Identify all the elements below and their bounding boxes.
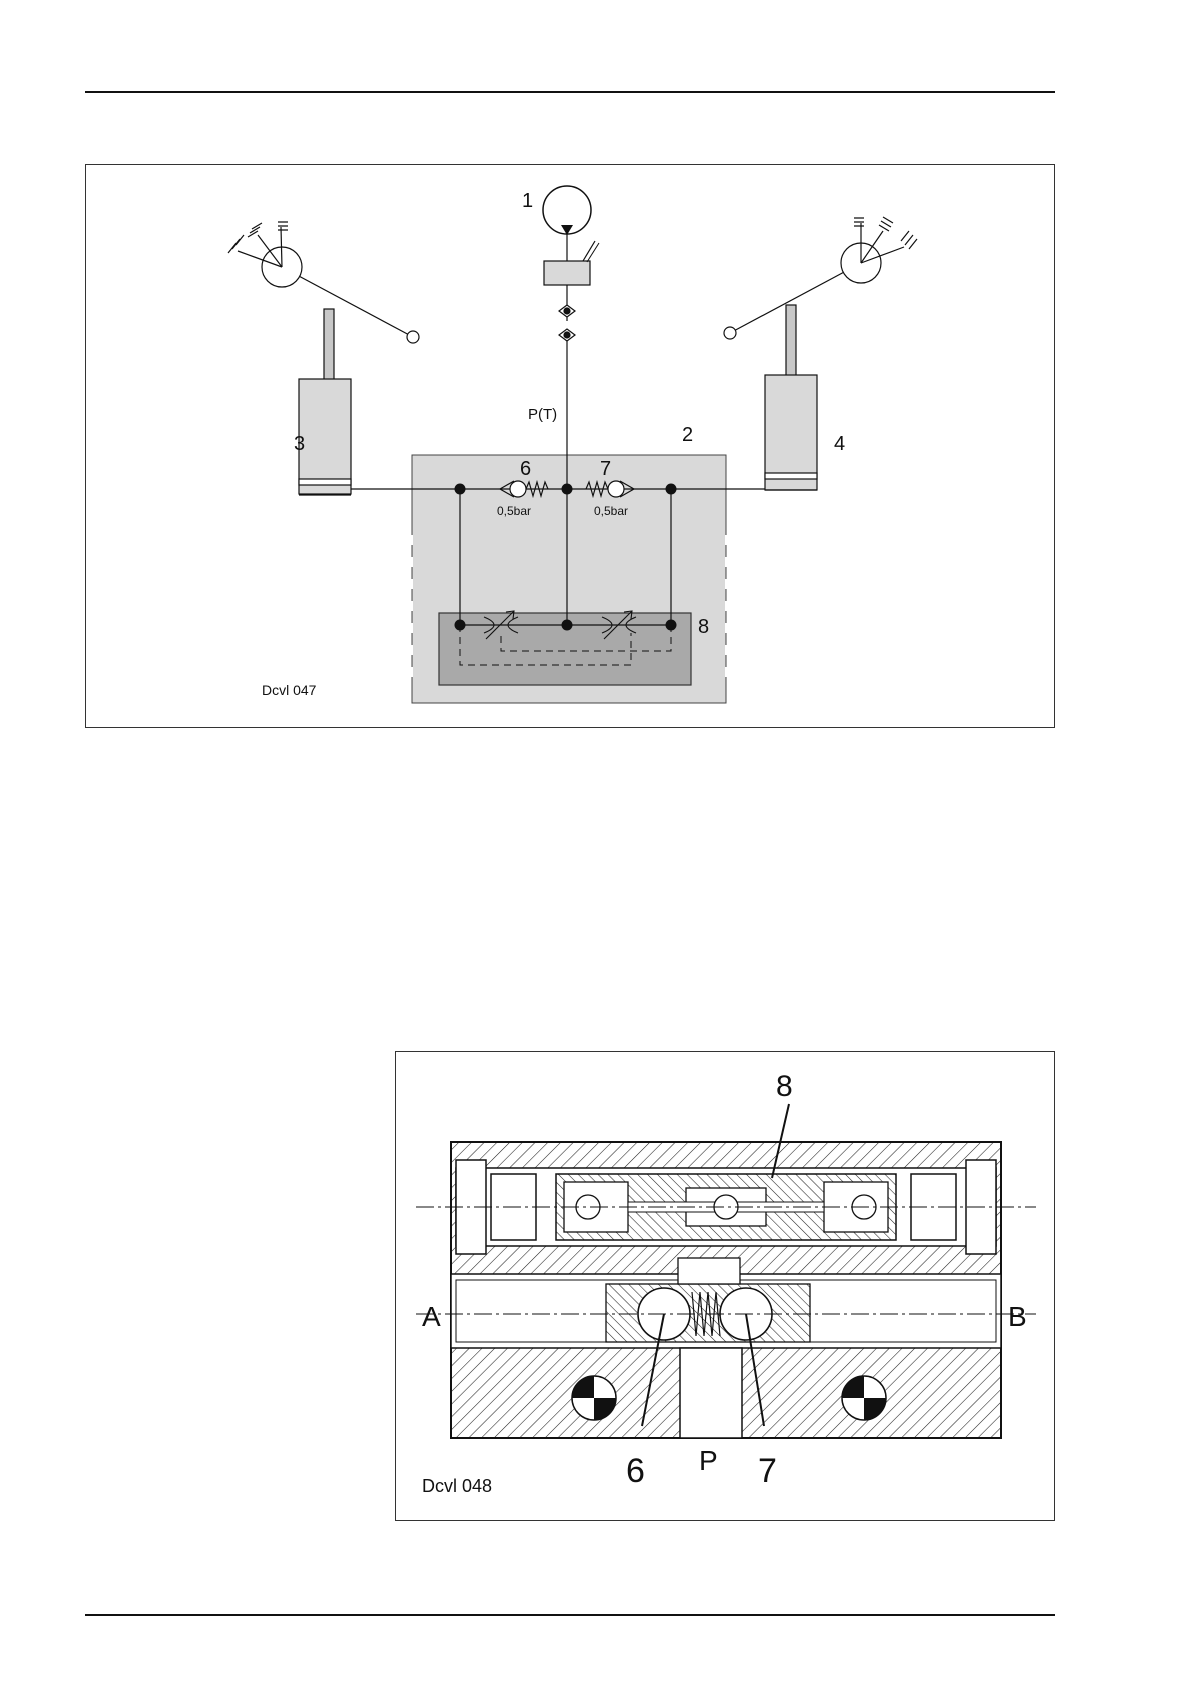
callout-4: 4 (834, 433, 845, 455)
circuit-diagram: 1 2 3 4 6 7 8 P(T) 0,5bar 0,5bar Dcvl 04… (86, 165, 1054, 727)
port-label-pt: P(T) (528, 406, 557, 423)
figure-caption: Dcvl 048 (422, 1476, 492, 1496)
port-b-label: B (1008, 1301, 1027, 1332)
port-a-label: A (422, 1301, 441, 1332)
callout-7: 7 (758, 1452, 777, 1490)
figure-hydraulic-circuit: 1 2 3 4 6 7 8 P(T) 0,5bar 0,5bar Dcvl 04… (85, 164, 1055, 728)
plug-left (572, 1376, 616, 1420)
figure-valve-section: 8 A B P 6 7 Dcvl 048 (395, 1051, 1055, 1521)
cylinder-4 (765, 305, 817, 490)
valve-6-setting: 0,5bar (497, 504, 531, 518)
callout-3: 3 (294, 433, 305, 455)
callout-8: 8 (776, 1070, 793, 1103)
figure-caption: Dcvl 047 (262, 682, 317, 698)
callout-8: 8 (698, 616, 709, 638)
pump-symbol (543, 186, 591, 261)
callout-1: 1 (522, 190, 533, 212)
plug-right (842, 1376, 886, 1420)
header-rule (85, 91, 1055, 93)
footer-rule (85, 1614, 1055, 1616)
port-p-label: P (699, 1445, 718, 1476)
lever-right (724, 217, 917, 339)
throttle-bore (416, 1160, 1036, 1254)
port-p-channel (680, 1348, 742, 1438)
callout-2: 2 (682, 424, 693, 446)
valve-7-setting: 0,5bar (594, 504, 628, 518)
callout-6: 6 (520, 458, 531, 480)
manual-valve-symbol (544, 241, 599, 285)
section-drawing: 8 A B P 6 7 Dcvl 048 (396, 1052, 1054, 1520)
cylinder-3 (299, 309, 351, 495)
callout-7: 7 (600, 458, 611, 480)
callout-6: 6 (626, 1452, 645, 1490)
